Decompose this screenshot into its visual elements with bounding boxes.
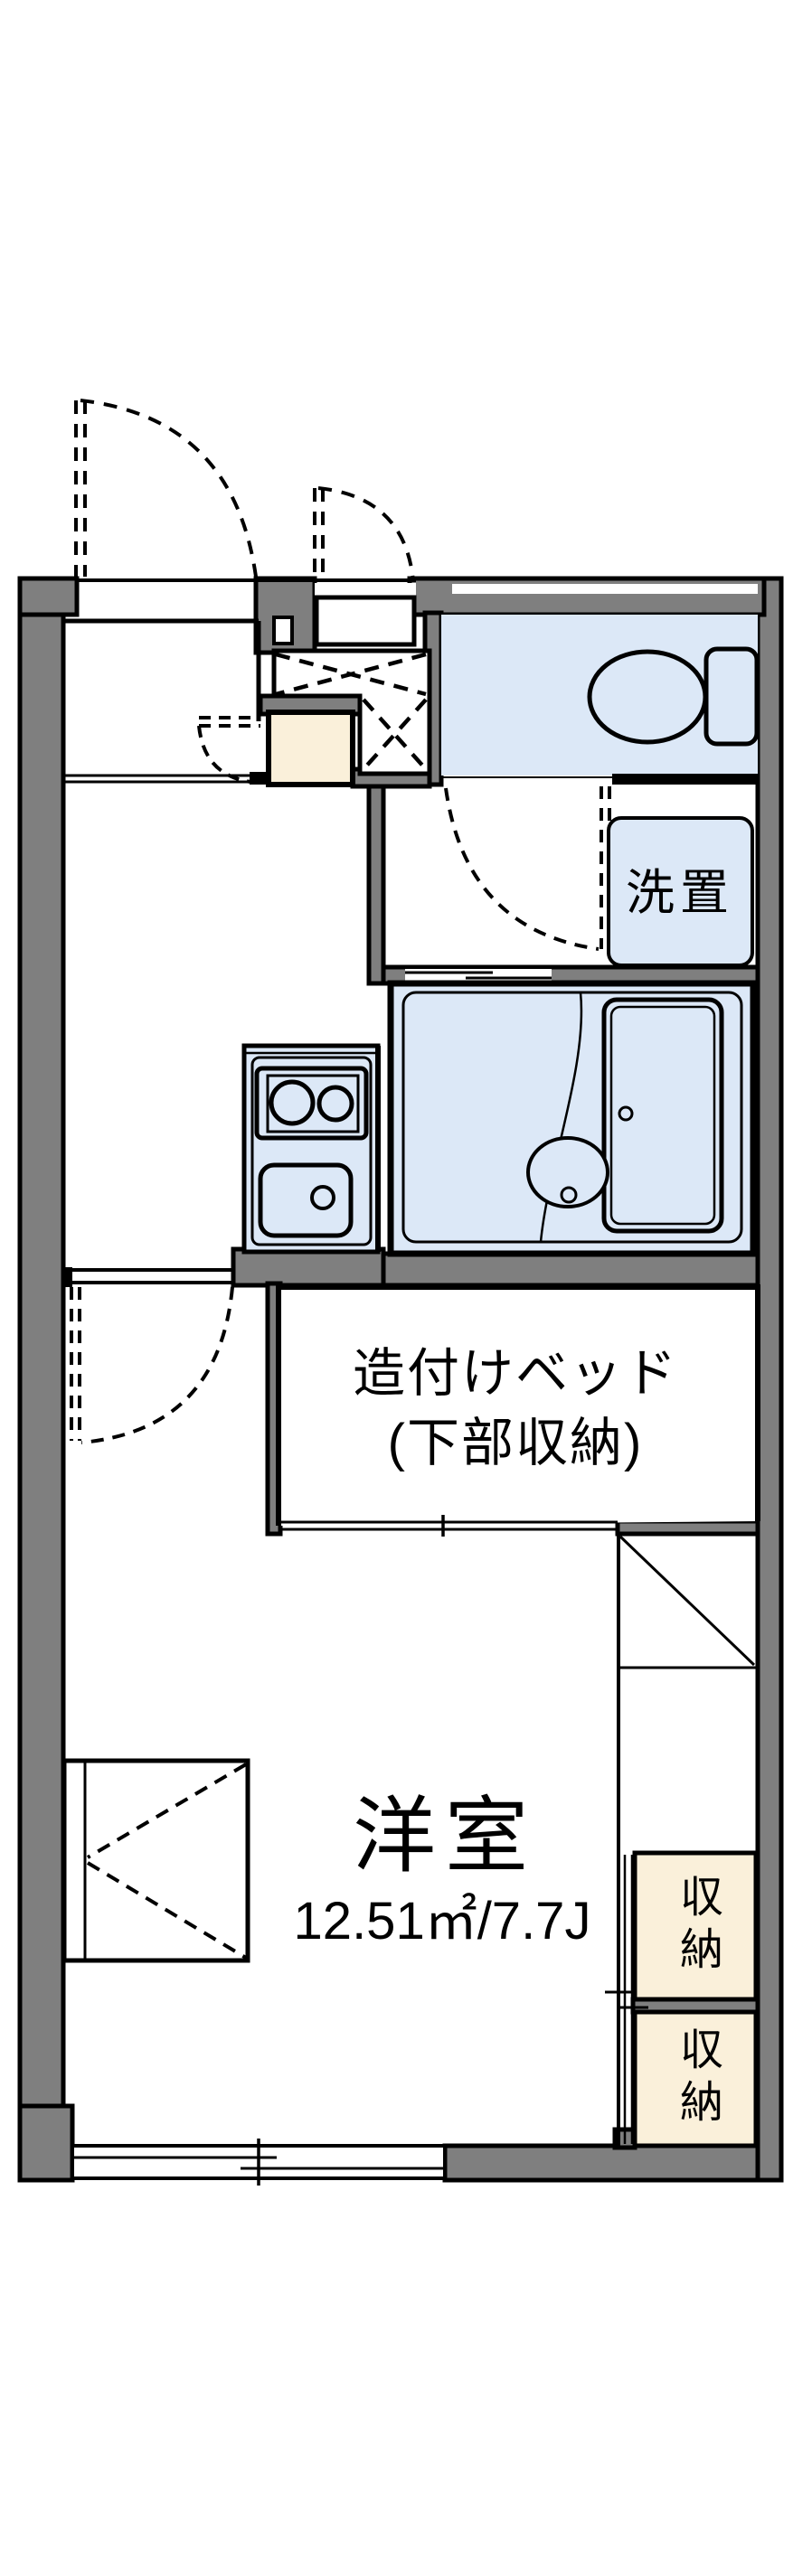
toilet-door-arc	[444, 786, 611, 951]
entrance-hall	[63, 618, 270, 785]
kitchen-unit	[241, 1043, 381, 1255]
entrance-door-arcs	[74, 399, 415, 582]
room-area-label: 12.51㎡/7.7J	[293, 1892, 591, 1951]
sink	[258, 1162, 354, 1238]
entrance-recess	[272, 583, 417, 647]
right-column	[605, 1534, 756, 2148]
storage-boxes	[632, 1850, 759, 2148]
fridge-diagonal	[618, 1535, 756, 1667]
bathtub	[601, 997, 724, 1234]
toilet-window	[452, 584, 758, 594]
shoe-storage-x	[271, 648, 432, 776]
built-in-bed	[276, 1284, 760, 1537]
toilet	[587, 646, 760, 747]
storage-upper-box	[632, 1850, 759, 2002]
bottom-window	[71, 2139, 447, 2186]
western-room-door	[61, 1267, 234, 1444]
bathroom	[387, 969, 757, 1257]
built-in-bed-sublabel: (下部収納)	[387, 1414, 644, 1472]
hall-door-arc	[197, 716, 260, 785]
entrance-tile	[266, 710, 355, 787]
stove	[254, 1066, 369, 1141]
walls	[17, 576, 784, 2183]
storage-upper-label: 収納	[673, 1874, 721, 1979]
built-in-bed-label: 造付けベッド	[352, 1344, 679, 1403]
wash-basin	[526, 1136, 609, 1208]
laundry-box	[607, 816, 754, 967]
laundry-label: 洗置	[626, 866, 734, 920]
desk-box	[61, 1758, 250, 1963]
room-name-label: 洋室	[352, 1791, 538, 1883]
storage-lower-label: 収納	[673, 2026, 721, 2131]
storage-lower-box	[632, 2009, 759, 2148]
toilet-room	[441, 615, 760, 785]
